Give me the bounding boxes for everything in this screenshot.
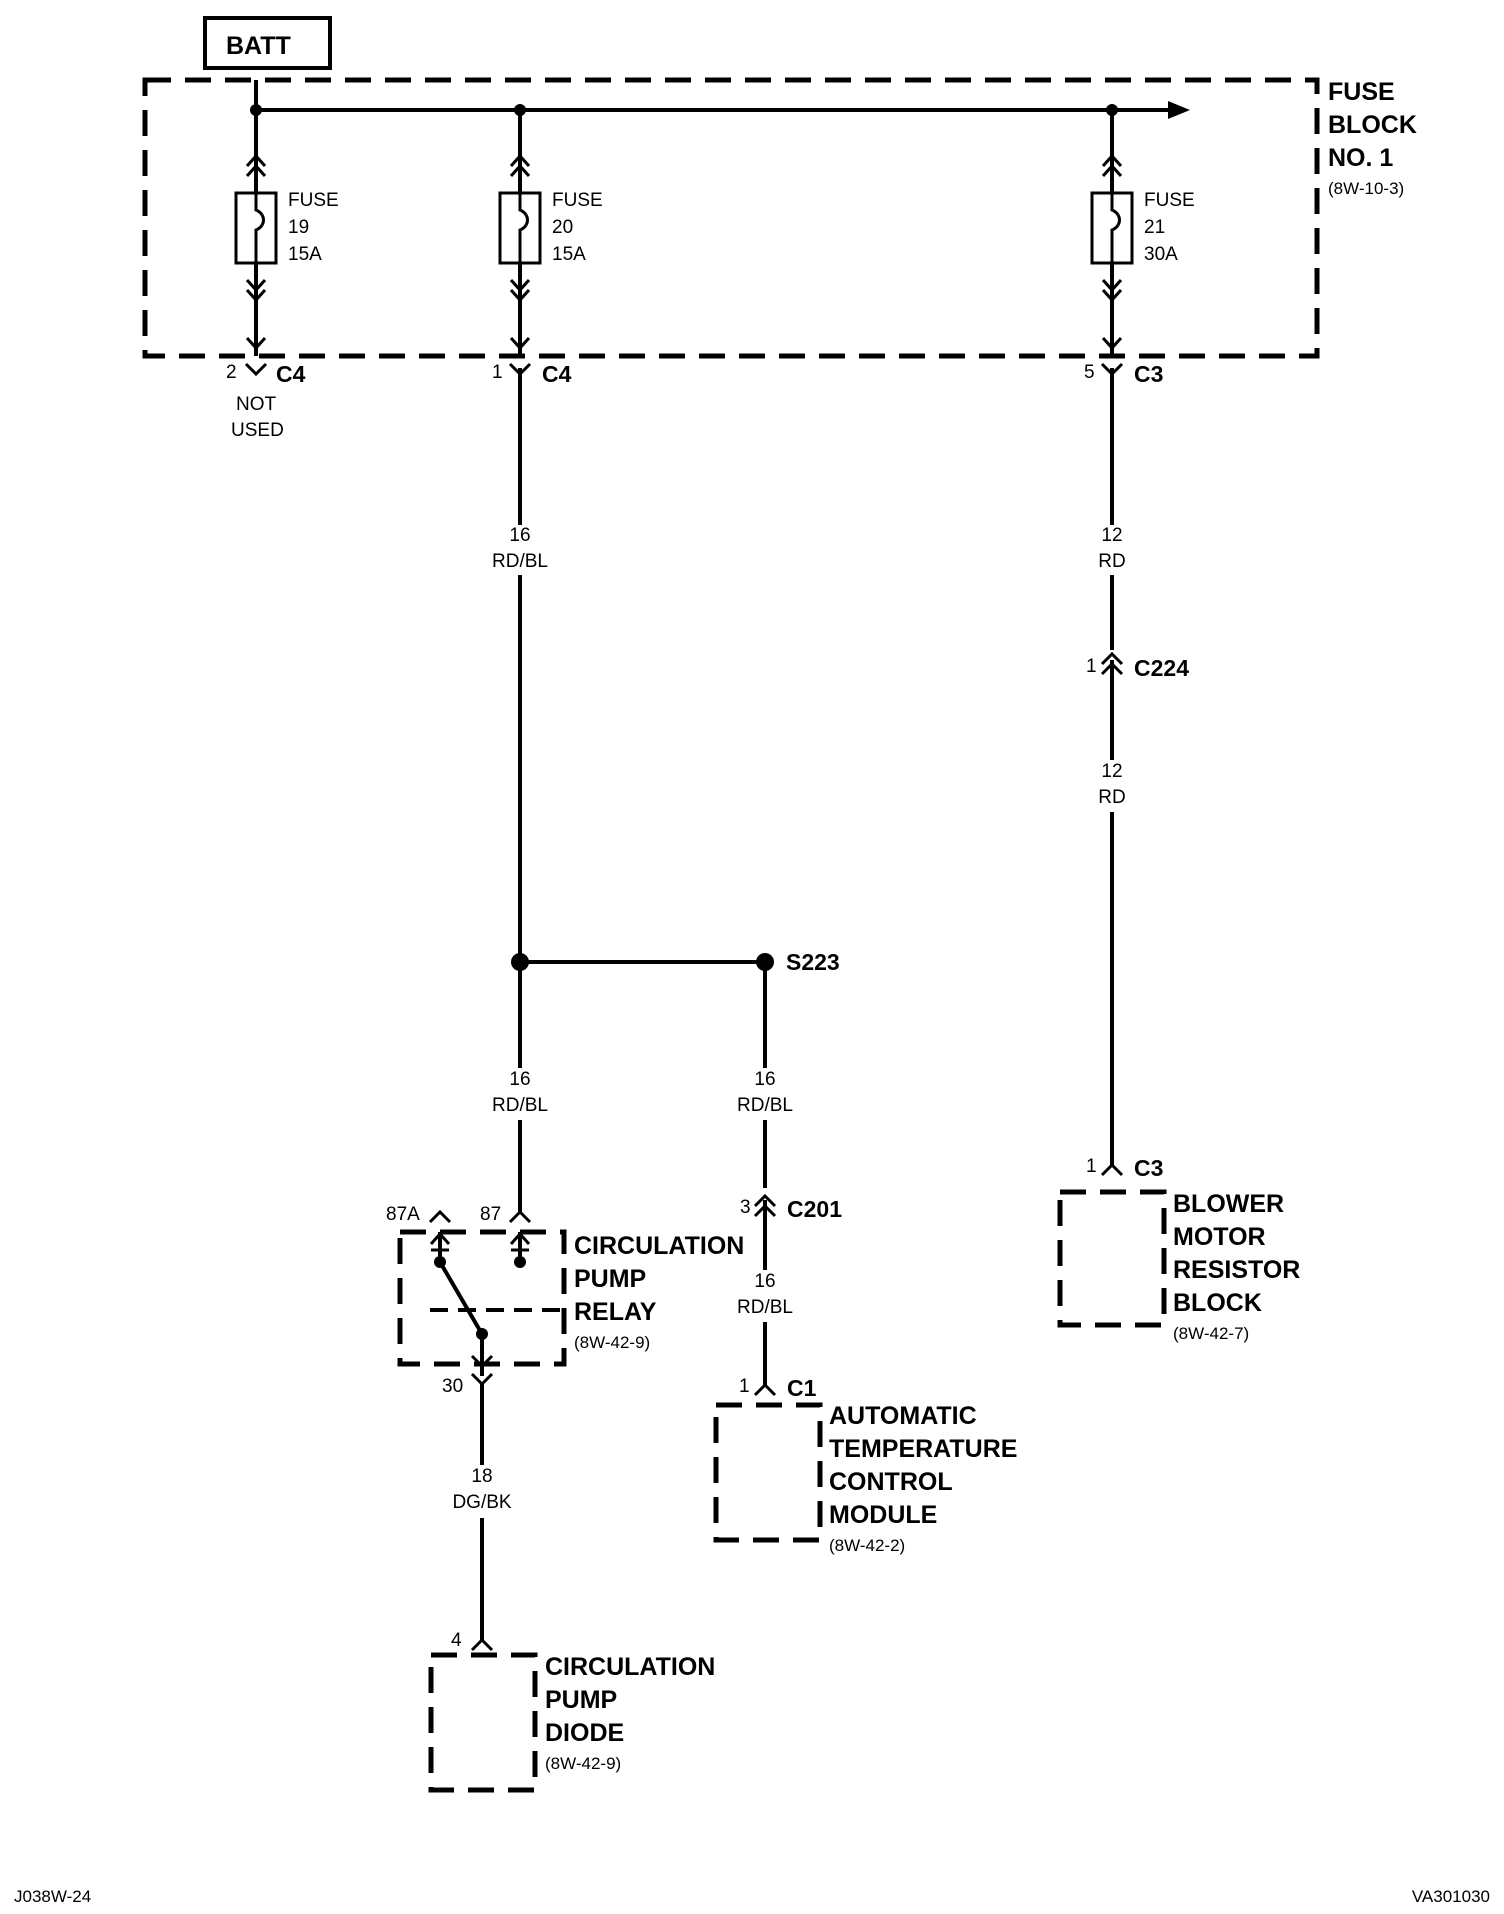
wire-12-mid-color: RD xyxy=(1098,787,1125,808)
connector-c4-pin2-pin: 2 xyxy=(226,362,237,383)
connector-c201-pin: 3 xyxy=(740,1197,751,1218)
connector-c4-pin2-name: C4 xyxy=(276,361,306,387)
batt-box xyxy=(203,16,332,70)
blower-motor-resistor-block: 1 C3 BLOWER MOTOR RESISTOR BLOCK (8W-42-… xyxy=(1057,1155,1300,1343)
fuse-21-number: 21 xyxy=(1144,217,1165,238)
diode-pin4-label: 4 xyxy=(451,1630,462,1651)
automatic-temperature-control-module: 1 C1 AUTOMATIC TEMPERATURE CONTROL MODUL… xyxy=(713,1375,1017,1555)
fuse-19-rating: 15A xyxy=(288,244,322,265)
fuse-21-label: FUSE xyxy=(1144,190,1195,211)
fuse-block-ref: (8W-10-3) xyxy=(1328,179,1404,198)
circulation-pump-relay: 87A 87 30 CIRCULATION PUMP RELAY (8W-42-… xyxy=(386,1204,744,1397)
fuse-20-label: FUSE xyxy=(552,190,603,211)
wire-12-top-color: RD xyxy=(1098,551,1125,572)
batt-source: BATT xyxy=(203,16,332,70)
splice-s223-label: S223 xyxy=(786,949,840,975)
diode-outline xyxy=(428,1652,538,1793)
diode-label-line2: PUMP xyxy=(545,1686,617,1714)
relay-pin87-connector xyxy=(508,1209,532,1224)
connector-c4-pin2: 2 C4 NOT USED xyxy=(226,361,306,441)
relay-pin87a-connector xyxy=(428,1209,452,1224)
wire-16-atc-color: RD/BL xyxy=(737,1297,793,1318)
relay-pin87a-label: 87A xyxy=(386,1204,420,1225)
atc-c1-name: C1 xyxy=(787,1375,817,1401)
wire-12-mid-gauge: 12 xyxy=(1101,761,1122,782)
fuse-block-label-line3: NO. 1 xyxy=(1328,144,1393,172)
blower-outline xyxy=(1057,1189,1167,1328)
bus-arrow xyxy=(1168,101,1190,119)
atc-outline xyxy=(713,1402,823,1543)
blower-label-line2: MOTOR xyxy=(1173,1223,1266,1251)
connector-c3-pin5-name: C3 xyxy=(1134,361,1163,387)
batt-label: BATT xyxy=(226,32,291,60)
fuse-20-number: 20 xyxy=(552,217,573,238)
fuse-20: FUSE 20 15A xyxy=(498,110,603,356)
relay-ref: (8W-42-9) xyxy=(574,1333,650,1352)
wire-16-relay-gauge: 16 xyxy=(509,1069,530,1090)
diode-pin4-connector xyxy=(470,1637,494,1652)
connector-c224-pin: 1 xyxy=(1086,656,1097,677)
wire-16-color: RD/BL xyxy=(492,551,548,572)
wire-16-splice-color: RD/BL xyxy=(737,1095,793,1116)
atc-label-line4: MODULE xyxy=(829,1501,937,1529)
relay-pin30-label: 30 xyxy=(442,1376,463,1397)
fuse-block-label-line2: BLOCK xyxy=(1328,111,1417,139)
fuse-19-number: 19 xyxy=(288,217,309,238)
blower-c3-connector xyxy=(1100,1162,1124,1177)
atc-ref: (8W-42-2) xyxy=(829,1536,905,1555)
connector-c224: 1 C224 xyxy=(1086,651,1189,681)
relay-label-line1: CIRCULATION xyxy=(574,1232,744,1260)
fuse-21: FUSE 21 30A xyxy=(1090,110,1195,356)
diode-label-line1: CIRCULATION xyxy=(545,1653,715,1681)
blower-c3-pin: 1 xyxy=(1086,1156,1097,1177)
relay-switch-arm xyxy=(438,1260,484,1336)
wire-16-atc-gauge: 16 xyxy=(754,1271,775,1292)
connector-c224-name: C224 xyxy=(1134,655,1189,681)
atc-c1-connector xyxy=(753,1382,777,1397)
not-used-line2: USED xyxy=(231,420,284,441)
relay-label-line3: RELAY xyxy=(574,1298,657,1326)
wire-18-gauge: 18 xyxy=(471,1466,492,1487)
fuse-21-rating: 30A xyxy=(1144,244,1178,265)
fuse-19: FUSE 19 15A xyxy=(234,110,339,356)
blower-label-line4: BLOCK xyxy=(1173,1289,1262,1317)
connector-c3-pin5-pin: 5 xyxy=(1084,362,1095,383)
connector-c201-name: C201 xyxy=(787,1196,842,1222)
connector-c4-pin1-name: C4 xyxy=(542,361,572,387)
connector-c3-pin5: 5 C3 xyxy=(1084,361,1163,387)
fuse-20-rating: 15A xyxy=(552,244,586,265)
footer-left-code: J038W-24 xyxy=(14,1887,91,1906)
wire-16-gauge: 16 xyxy=(509,525,530,546)
diode-ref: (8W-42-9) xyxy=(545,1754,621,1773)
wire-16-splice-gauge: 16 xyxy=(754,1069,775,1090)
relay-label-line2: PUMP xyxy=(574,1265,646,1293)
footer-right-code: VA301030 xyxy=(1412,1887,1490,1906)
blower-label-line3: RESISTOR xyxy=(1173,1256,1300,1284)
blower-c3-name: C3 xyxy=(1134,1155,1163,1181)
atc-label-line3: CONTROL xyxy=(829,1468,953,1496)
wire-18-color: DG/BK xyxy=(452,1492,511,1513)
diode-label-line3: DIODE xyxy=(545,1719,624,1747)
atc-label-line1: AUTOMATIC xyxy=(829,1402,977,1430)
fuse-19-label: FUSE xyxy=(288,190,339,211)
atc-label-line2: TEMPERATURE xyxy=(829,1435,1017,1463)
fuse-block-label-line1: FUSE xyxy=(1328,78,1395,106)
wire-12-top-gauge: 12 xyxy=(1101,525,1122,546)
relay-pin87-label: 87 xyxy=(480,1204,501,1225)
fuse-block-label: FUSE BLOCK NO. 1 (8W-10-3) xyxy=(1328,78,1417,198)
connector-c4-pin1-pin: 1 xyxy=(492,362,503,383)
not-used-line1: NOT xyxy=(236,394,277,415)
atc-c1-pin: 1 xyxy=(739,1376,750,1397)
blower-ref: (8W-42-7) xyxy=(1173,1324,1249,1343)
blower-label-line1: BLOWER xyxy=(1173,1190,1284,1218)
circulation-pump-diode: 4 CIRCULATION PUMP DIODE (8W-42-9) xyxy=(428,1630,715,1793)
fuse-block-outline xyxy=(142,77,1320,359)
connector-c201: 3 C201 xyxy=(740,1193,842,1222)
connector-c4-pin1: 1 C4 xyxy=(492,361,572,387)
wire-16-relay-color: RD/BL xyxy=(492,1095,548,1116)
